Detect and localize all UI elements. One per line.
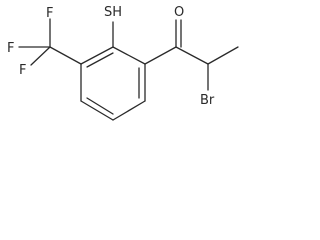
bromine-label: Br [200, 93, 215, 108]
ring-bond-top-right [112, 46, 146, 65]
fluorine-left-label: F [7, 41, 14, 56]
benzene-ring [80, 46, 146, 121]
fluorine-bottom-label: F [19, 63, 26, 78]
ring-bond-bottom-right [112, 100, 146, 121]
methyl-bond [207, 46, 239, 65]
ring-double-bond-bottom-left [86, 97, 114, 115]
ring-bond-bottom-left [80, 100, 114, 121]
carbonyl-alpha-bond [175, 46, 209, 65]
ketone-oxygen-label: O [174, 5, 184, 20]
thiol-label: SH [104, 5, 122, 20]
structure-diagram: SH F F F O Br [7, 5, 239, 121]
trifluoromethyl-bond [49, 46, 82, 65]
ring-bond-top-left [80, 46, 114, 65]
fluorine-top-label: F [46, 6, 53, 21]
fluorine-bond-bottom [30, 46, 51, 66]
ring-double-bond-top-left [86, 52, 114, 68]
aryl-carbonyl-bond [144, 46, 177, 65]
